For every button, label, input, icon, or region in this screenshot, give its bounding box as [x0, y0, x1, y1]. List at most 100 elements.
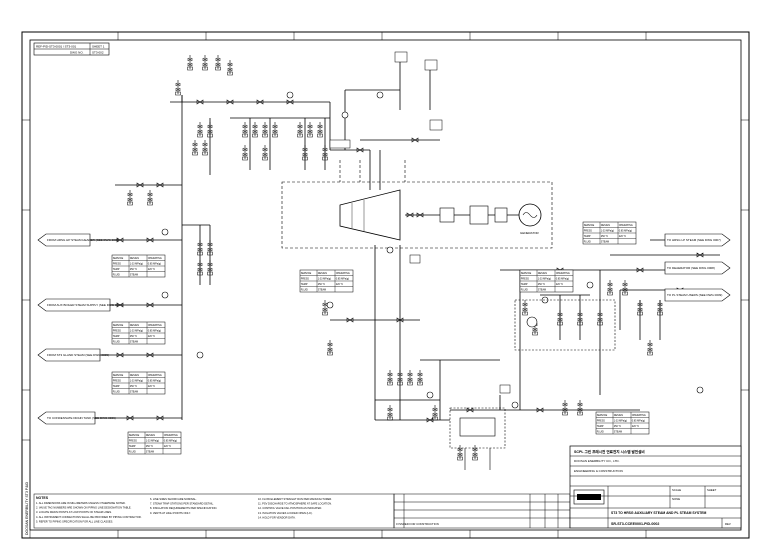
table-cell: STEAM: [130, 341, 138, 344]
table-cell: 250 °C: [130, 335, 138, 338]
header-ref1-sheet: SHEET 1: [92, 45, 105, 49]
table-cell: TEMP: [584, 235, 591, 238]
note-line: 7. STEAM TRAP STATIONS PER STANDARD DETA…: [150, 502, 214, 506]
table-cell: DESIGN: [318, 272, 327, 275]
table-cell: 0.85 MPa(g): [148, 330, 161, 333]
table-cell: OPERATING: [164, 434, 178, 437]
note-line: 1. ALL DIMENSIONS ARE IN MILLIMETERS UNL…: [36, 501, 126, 505]
sheet-label: SHEET: [707, 488, 717, 492]
table-cell: STEAM: [130, 391, 138, 394]
table-cell: 220 °C: [148, 385, 156, 388]
header-ref2-value: ST3-002: [92, 51, 104, 55]
company-logo: [573, 489, 605, 505]
header-ref2: DWG NO.: [70, 51, 84, 55]
table-cell: SERVICE: [113, 257, 124, 260]
table-cell: 220 °C: [556, 283, 564, 286]
table-cell: 250 °C: [146, 445, 154, 448]
table-cell: PRESS: [113, 330, 122, 333]
table-cell: SERVICE: [301, 272, 312, 275]
table-cell: DESIGN: [601, 224, 610, 227]
table-cell: 1.03 MPa(g): [146, 440, 159, 443]
table-cell: DESIGN: [538, 272, 547, 275]
side-label: DOOSAN ENERBILITY ST3 P&ID: [25, 481, 29, 535]
note-line: 12. CONTROL VALVE FAIL POSITION AS INDIC…: [258, 506, 322, 510]
steam-turbine: [339, 189, 401, 241]
table-cell: PRESS: [597, 420, 606, 423]
table-cell: FLUID: [113, 341, 120, 344]
note-line: 4. ALL INSTRUMENT CONNECTIONS SHALL BE P…: [36, 515, 142, 519]
table-cell: 0.85 MPa(g): [148, 380, 161, 383]
drawing-title: ST3 TO HRSG AUXILIARY STEAM AND PL STEAM…: [611, 511, 706, 515]
table-cell: 0.85 MPa(g): [164, 440, 177, 443]
table-cell: STEAM: [318, 289, 326, 292]
right-callout-2: TO DEAERATOR (SEE DWG 0008): [667, 266, 715, 270]
note-line: 3. LOCATE DRAIN POINTS AT LOW POINTS OF …: [36, 510, 112, 514]
table-cell: 250 °C: [601, 235, 609, 238]
table-cell: 0.85 MPa(g): [336, 278, 349, 281]
notes-heading: NOTES: [36, 496, 49, 500]
table-cell: SERVICE: [597, 414, 608, 417]
drawing-number: SR-ST3-CCEE0001-PID-0002: [611, 522, 659, 526]
table-cell: TEMP: [129, 445, 136, 448]
table-cell: OPERATING: [619, 224, 633, 227]
table-cell: SERVICE: [521, 272, 532, 275]
table-cell: 250 °C: [130, 268, 138, 271]
table-cell: 0.85 MPa(g): [619, 230, 632, 233]
table-cell: 220 °C: [148, 268, 156, 271]
scale-label: SCALE: [672, 488, 681, 492]
table-cell: 1.03 MPa(g): [130, 380, 143, 383]
right-callouts: TO HRSG LP STEAM (SEE DWG 0007) TO DEAER…: [664, 233, 731, 302]
instrument-bubbles: [161, 91, 704, 409]
table-cell: 250 °C: [614, 425, 622, 428]
table-cell: SERVICE: [129, 434, 140, 437]
table-cell: SERVICE: [113, 374, 124, 377]
table-cell: TEMP: [113, 335, 120, 338]
table-cell: STEAM: [146, 451, 154, 454]
table-cell: FLUID: [521, 289, 528, 292]
note-line: 5. REFER TO PIPING SPECIFICATION FOR ALL…: [36, 519, 113, 523]
table-cell: FLUID: [129, 451, 136, 454]
table-cell: 220 °C: [619, 235, 627, 238]
table-cell: OPERATING: [148, 257, 162, 260]
table-cell: FLUID: [597, 431, 604, 434]
note-line: 14. HOLD FOR VENDOR DATA.: [258, 515, 296, 519]
instrument-tags: [329, 51, 511, 394]
table-cell: 250 °C: [130, 385, 138, 388]
table-cell: OPERATING: [148, 374, 162, 377]
notes-block: NOTES 1. ALL DIMENSIONS ARE IN MILLIMETE…: [33, 493, 395, 529]
table-cell: TEMP: [113, 385, 120, 388]
table-cell: FLUID: [584, 241, 591, 244]
gearbox: [439, 205, 508, 225]
table-cell: FLUID: [113, 274, 120, 277]
table-cell: OPERATING: [632, 414, 646, 417]
table-cell: 1.03 MPa(g): [130, 263, 143, 266]
line-data-tables: SERVICE DESIGN OPERATING PRESS 1.03 MPa(g) 0.…: [111, 221, 650, 455]
table-cell: TEMP: [113, 268, 120, 271]
rev-label: REV: [725, 522, 731, 526]
table-cell: SERVICE: [113, 324, 124, 327]
note-line: 13. ISOLATION VALVES LOCKED OPEN (LO).: [258, 511, 313, 515]
table-cell: OPERATING: [336, 272, 350, 275]
table-cell: DESIGN: [614, 414, 623, 417]
table-cell: DESIGN: [146, 434, 155, 437]
table-cell: TEMP: [301, 283, 308, 286]
left-callouts: FROM HRSG HP STEAM HEADER (SEE DWG 0003)…: [37, 233, 123, 425]
table-cell: PRESS: [584, 230, 593, 233]
table-cell: 0.85 MPa(g): [148, 263, 161, 266]
title-block: SCPL 그린 프레시전 연료전지 시스템 발전설비 DOOSAN ENERBI…: [569, 445, 742, 529]
table-cell: STEAM: [130, 274, 138, 277]
left-callout-1: FROM HRSG HP STEAM HEADER (SEE DWG 0003): [47, 238, 119, 242]
note-line: 10. FLOW ELEMENT STRAIGHT RUN PER MANUFA…: [258, 497, 332, 501]
table-cell: FLUID: [113, 391, 120, 394]
right-callout-3: TO PL STEAM USERS (SEE DWG 0009): [667, 293, 722, 297]
note-line: 9. VENTS AT HIGH POINTS ONLY.: [150, 511, 191, 515]
left-callout-3: FROM ST3 GLAND STEAM (SEE DWG 0005): [47, 353, 109, 357]
steam-trap-stations: [127, 54, 663, 461]
